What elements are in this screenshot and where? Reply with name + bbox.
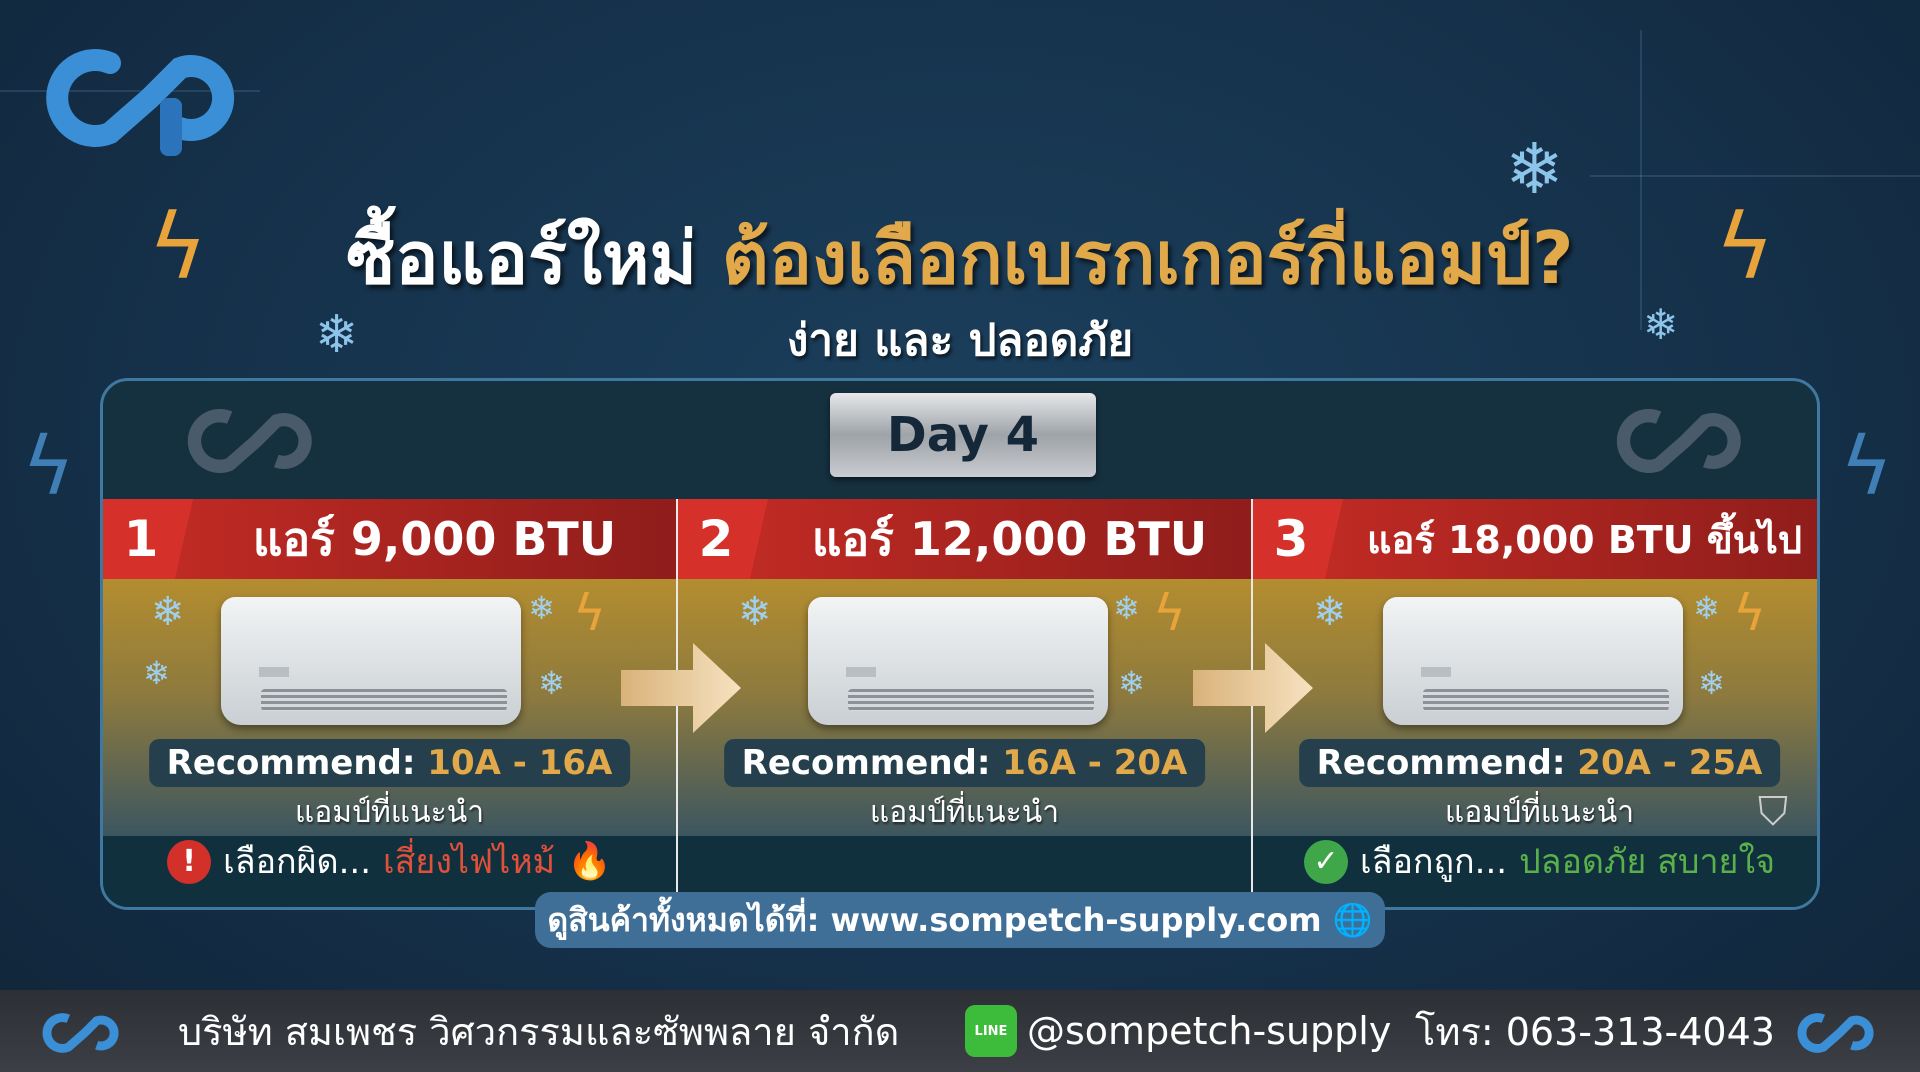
ok-text: เลือกถูก...	[1360, 842, 1508, 882]
check-icon: ✓	[1304, 840, 1348, 884]
recommend-value: 16A - 20A	[1002, 743, 1188, 783]
column-12000-btu: 2 แอร์ 12,000 BTU ❄ ❄ ❄ ϟ Recommend: 16A …	[678, 499, 1251, 907]
lightning-icon: ϟ	[22, 420, 75, 513]
recommend-label: Recommend:	[166, 743, 416, 783]
circuit-line	[1590, 175, 1920, 177]
snowflake-icon: ❄	[528, 589, 555, 627]
page-title: ซื้อแอร์ใหม่ ต้องเลือกเบรกเกอร์กี่แอมป์?	[0, 200, 1920, 315]
circuit-line	[0, 90, 260, 92]
snowflake-icon: ❄	[143, 654, 170, 692]
snowflake-icon: ❄	[315, 305, 359, 365]
company-logo	[46, 49, 235, 156]
amp-label: แอมป์ที่แนะนำ	[294, 795, 485, 830]
footer-logo	[42, 1013, 119, 1053]
website-link[interactable]: ดูสินค้าทั้งหมดได้ที่: www.sompetch-supp…	[547, 901, 1322, 939]
step-number: 3	[1253, 499, 1343, 579]
air-conditioner-image	[1383, 597, 1683, 725]
recommend-pill: Recommend: 16A - 20A	[723, 739, 1206, 787]
warning-highlight: เสี่ยงไฟไหม้	[383, 842, 556, 882]
column-title: แอร์ 12,000 BTU	[811, 511, 1208, 566]
day-plaque: Day 4	[830, 393, 1096, 477]
globe-icon: 🌐	[1332, 901, 1373, 939]
snowflake-icon: ❄	[1505, 128, 1564, 210]
ok-row: ✓ เลือกถูก... ปลอดภัย สบายใจ	[1253, 836, 1817, 907]
lightning-icon: ϟ	[148, 195, 208, 300]
shield-check-icon: ⛉	[1758, 789, 1788, 835]
recommend-label: Recommend:	[741, 743, 991, 783]
snowflake-icon: ❄	[151, 589, 185, 635]
website-bar[interactable]: ดูสินค้าทั้งหมดได้ที่: www.sompetch-supp…	[535, 892, 1385, 948]
column-title: แอร์ 18,000 BTU ขึ้นไป	[1367, 517, 1802, 562]
company-name: บริษัท สมเพชร วิศวกรรมและซัพพลาย จำกัด	[178, 1009, 900, 1054]
amp-label: แอมป์ที่แนะนำ	[869, 795, 1060, 830]
subtitle: ง่าย และ ปลอดภัย	[786, 315, 1134, 366]
column-title: แอร์ 9,000 BTU	[252, 511, 617, 566]
step-number: 2	[678, 499, 768, 579]
column-18000-btu: 3 แอร์ 18,000 BTU ขึ้นไป ❄ ❄ ❄ ϟ Recommen…	[1253, 499, 1817, 907]
recommend-pill: Recommend: 10A - 16A	[148, 739, 631, 787]
snowflake-icon: ❄	[1693, 589, 1720, 627]
warning-text: เลือกผิด...	[223, 842, 372, 882]
lightning-icon: ϟ	[1733, 584, 1766, 642]
recommend-value: 10A - 16A	[427, 743, 613, 783]
fire-icon: 🔥	[567, 841, 612, 882]
lightning-icon: ϟ	[1153, 584, 1186, 642]
footer-logo	[1797, 1013, 1874, 1053]
exclamation-icon: !	[167, 840, 212, 884]
snowflake-icon: ❄	[738, 589, 772, 635]
lightning-icon: ϟ	[573, 584, 606, 642]
snowflake-icon: ❄	[538, 664, 565, 702]
snowflake-icon: ❄	[1698, 664, 1725, 702]
step-number: 1	[103, 499, 193, 579]
snowflake-icon: ❄	[1118, 664, 1145, 702]
title-gold: ต้องเลือกเบรกเกอร์กี่แอมป์?	[722, 216, 1574, 300]
air-conditioner-image	[808, 597, 1108, 725]
footer-bar: บริษัท สมเพชร วิศวกรรมและซัพพลาย จำกัด L…	[0, 990, 1920, 1072]
title-white: ซื้อแอร์ใหม่	[346, 216, 697, 300]
snowflake-icon: ❄	[1113, 589, 1140, 627]
lightning-icon: ϟ	[1840, 420, 1893, 513]
line-id[interactable]: @sompetch-supply	[1027, 1009, 1392, 1053]
air-conditioner-image	[221, 597, 521, 725]
snowflake-icon: ❄	[1313, 589, 1347, 635]
amp-label: แอมป์ที่แนะนำ	[1444, 795, 1635, 830]
logo-watermark	[1616, 409, 1741, 473]
recommend-value: 20A - 25A	[1577, 743, 1763, 783]
ok-highlight: ปลอดภัย สบายใจ	[1519, 842, 1775, 882]
snowflake-icon: ❄	[1643, 300, 1679, 349]
info-panel: Day 4 1 แอร์ 9,000 BTU ❄ ❄ ❄ ❄ ϟ Recommen…	[100, 378, 1820, 910]
recommend-pill: Recommend: 20A - 25A	[1298, 739, 1781, 787]
phone-number[interactable]: โทร: 063-313-4043	[1415, 1009, 1775, 1054]
recommend-label: Recommend:	[1316, 743, 1566, 783]
line-app-icon: LINE	[965, 1005, 1017, 1057]
logo-watermark	[187, 409, 312, 473]
lightning-icon: ϟ	[1715, 195, 1775, 300]
circuit-line	[1640, 30, 1642, 330]
column-9000-btu: 1 แอร์ 9,000 BTU ❄ ❄ ❄ ❄ ϟ Recommend: 10A…	[103, 499, 676, 907]
